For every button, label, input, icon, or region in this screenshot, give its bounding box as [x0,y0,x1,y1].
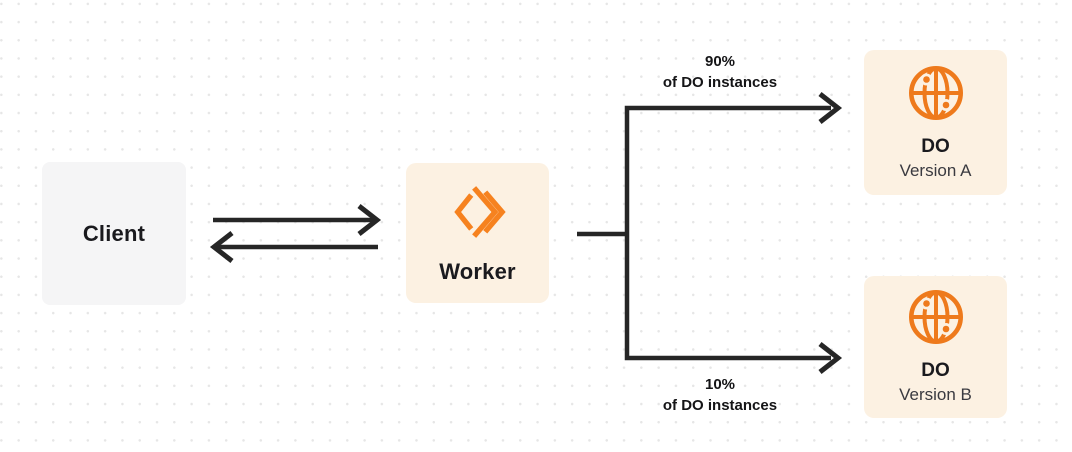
do-version-b-title: DO [921,360,950,381]
cloudflare-workers-logo-icon [449,182,507,247]
top-branch-label: 90% of DO instances [620,51,820,93]
client-label: Client [82,220,146,246]
durable-object-globe-icon [908,289,964,350]
client-to-worker-arrowhead-icon [357,204,382,236]
worker-node: Worker [406,163,549,303]
top-branch-percent: 90% [704,53,736,70]
client-node: Client [42,162,186,305]
bottom-branch-percent: 10% [704,376,736,393]
do-version-b-node: DO Version B [864,276,1007,418]
worker-to-client-arrowhead-icon [209,231,234,263]
do-version-a-title: DO [921,135,950,157]
durable-object-globe-icon [908,65,964,126]
do-version-b-subtitle: Version B [899,385,972,404]
worker-label: Worker [439,258,516,284]
bottom-branch-arrowhead-icon [818,342,843,374]
do-version-a-subtitle: Version A [899,160,972,180]
bottom-branch-caption: of DO instances [662,397,778,414]
bottom-branch-label: 10% of DO instances [620,374,820,416]
top-branch-arrowhead-icon [818,92,843,124]
branch-trunk-and-arms-line [624,105,831,361]
do-version-a-node: DO Version A [864,50,1007,195]
top-branch-caption: of DO instances [662,74,778,91]
